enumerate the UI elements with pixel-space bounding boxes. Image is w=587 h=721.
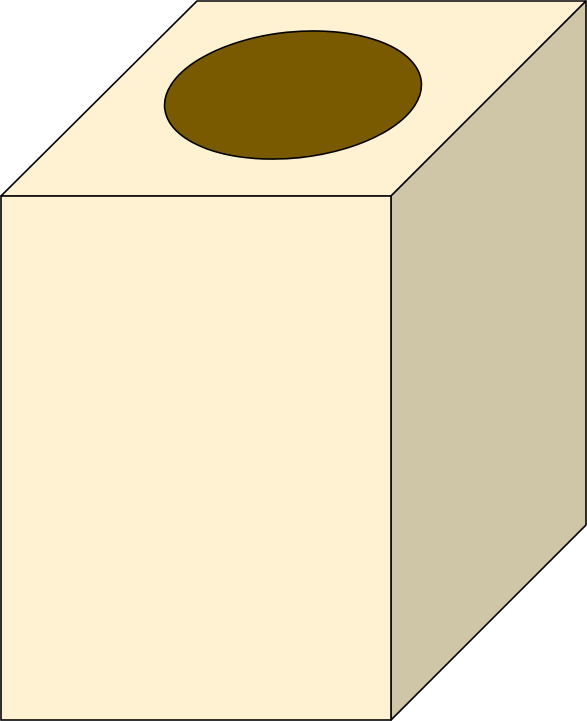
box-top-hole xyxy=(163,30,423,160)
box-front-face xyxy=(0,195,392,721)
